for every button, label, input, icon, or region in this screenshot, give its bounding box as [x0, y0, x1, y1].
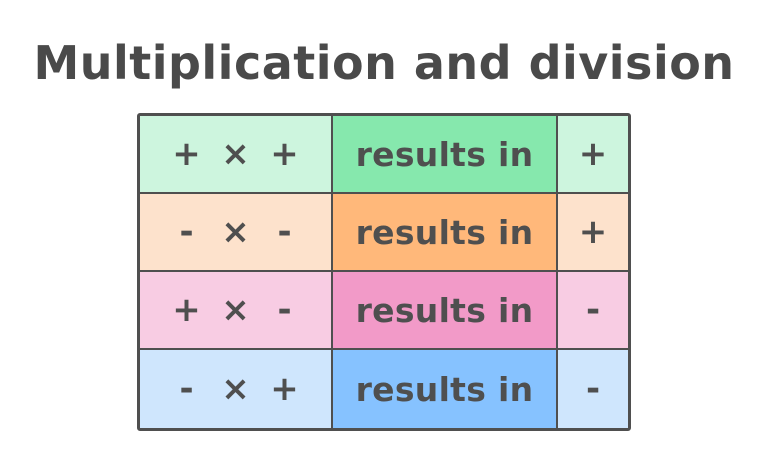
right-sign: - [277, 290, 292, 330]
result-sign-cell: - [558, 272, 628, 350]
operation-cell: + × + [140, 116, 333, 194]
left-sign: - [179, 212, 194, 252]
left-sign: - [179, 369, 194, 409]
operation-cell: - × - [140, 194, 333, 272]
operation-cell: + × - [140, 272, 333, 350]
diagram-title: Multiplication and division [33, 36, 735, 90]
results-in-label: results in [355, 212, 534, 252]
results-in-label: results in [355, 369, 534, 409]
multiply-sign: × [221, 369, 250, 409]
result-sign: - [585, 290, 601, 330]
result-sign-cell: - [558, 350, 628, 428]
multiply-sign: × [221, 212, 250, 252]
left-sign: + [172, 134, 201, 174]
multiply-sign: × [221, 134, 250, 174]
results-in-cell: results in [333, 194, 558, 272]
results-in-label: results in [355, 290, 534, 330]
results-in-cell: results in [333, 272, 558, 350]
right-sign: - [277, 212, 292, 252]
right-sign: + [270, 134, 299, 174]
multiply-sign: × [221, 290, 250, 330]
results-in-cell: results in [333, 116, 558, 194]
results-in-cell: results in [333, 350, 558, 428]
result-sign-cell: + [558, 116, 628, 194]
sign-rules-table: + × + results in + - × - results in + + … [137, 113, 631, 431]
result-sign: - [585, 369, 601, 409]
operation-cell: - × + [140, 350, 333, 428]
result-sign: + [578, 134, 608, 174]
left-sign: + [172, 290, 201, 330]
results-in-label: results in [355, 134, 534, 174]
right-sign: + [270, 369, 299, 409]
result-sign-cell: + [558, 194, 628, 272]
result-sign: + [578, 212, 608, 252]
